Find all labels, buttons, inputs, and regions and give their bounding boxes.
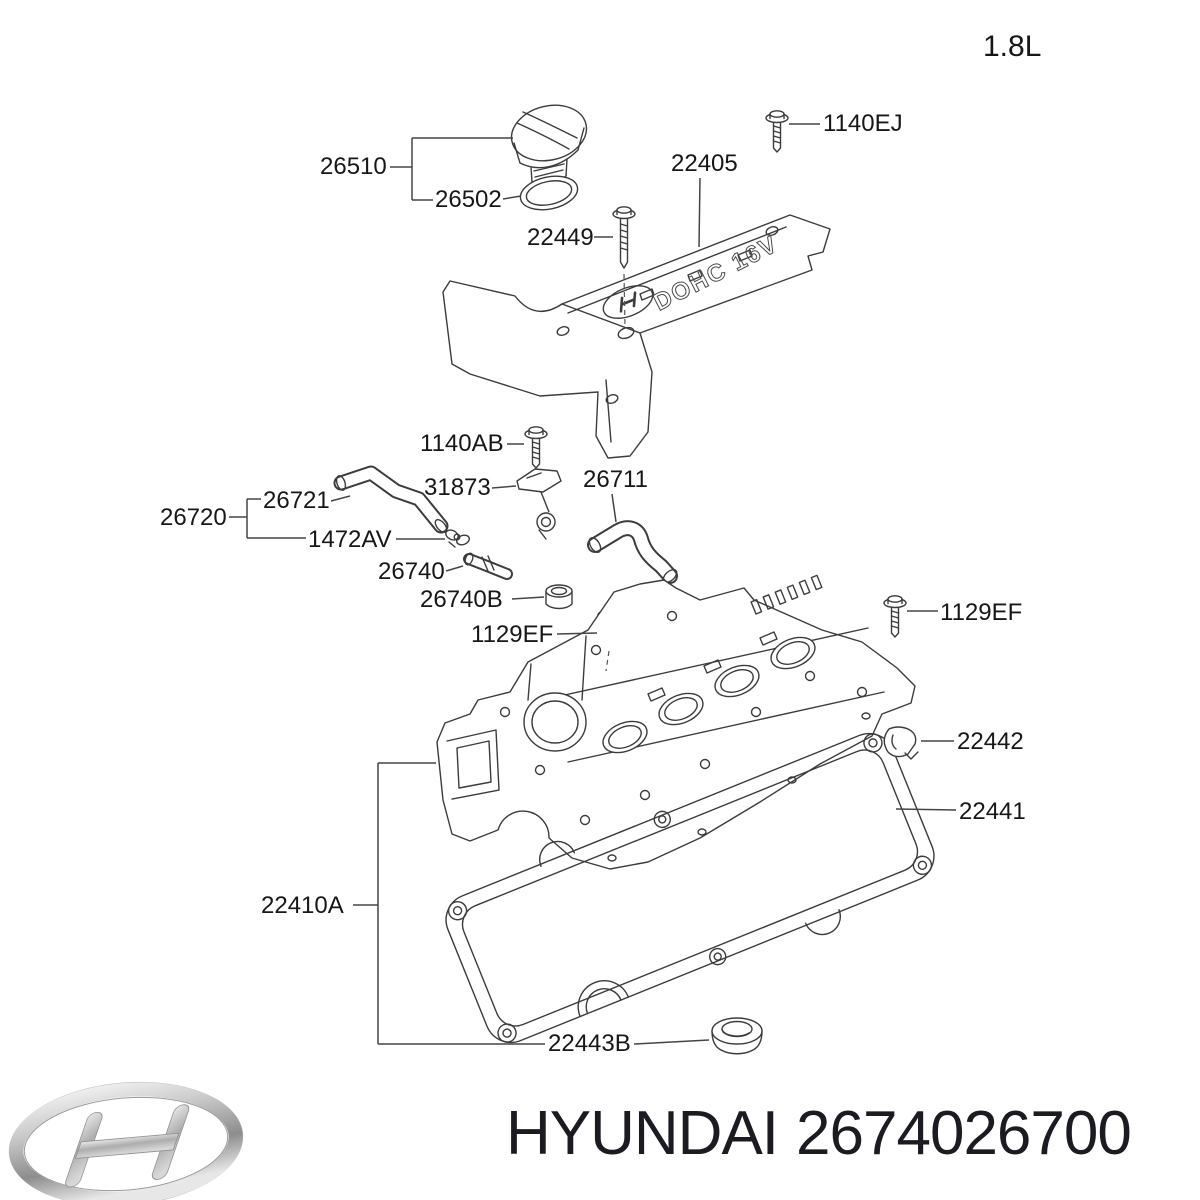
cap-22442-drawing <box>883 726 919 760</box>
oil-cap-drawing <box>510 104 588 187</box>
part-label-26510: 26510 <box>320 153 387 180</box>
hyundai-logo-h <box>65 1104 190 1188</box>
part-label-1472AV: 1472AV <box>308 526 392 553</box>
part-label-1140EJ: 1140EJ <box>823 110 903 137</box>
hyundai-oval-logo <box>8 1081 244 1200</box>
part-label-22405: 22405 <box>671 150 738 177</box>
hose-bracket-31873-drawing <box>516 468 562 540</box>
part-label-26740: 26740 <box>378 558 445 585</box>
part-label-26721: 26721 <box>263 487 330 514</box>
part-label-22441: 22441 <box>959 798 1026 825</box>
engine-variant-label: 1.8L <box>983 30 1042 63</box>
part-label-22443B: 22443B <box>548 1030 631 1057</box>
oil-cap-oring-drawing <box>519 175 579 211</box>
part-label-1129EF-left: 1129EF <box>471 621 554 648</box>
part-label-31873: 31873 <box>424 474 491 501</box>
vent-hose-26711-drawing <box>587 520 678 584</box>
part-label-26502: 26502 <box>435 186 502 213</box>
grommet-26740B-drawing <box>545 584 573 610</box>
part-number: 2674026700 <box>796 1099 1132 1168</box>
brand-name: HYUNDAI <box>506 1099 779 1168</box>
cover-badge-hyundai-icon <box>602 285 654 319</box>
bolt-1140EJ-drawing <box>765 110 789 153</box>
hose-clamp-1472AV-drawing <box>445 529 470 548</box>
bolt-22449-drawing <box>612 206 636 269</box>
part-label-26711: 26711 <box>583 466 648 493</box>
part-label-22410A: 22410A <box>261 892 344 919</box>
part-label-1129EF-right: 1129EF <box>940 599 1023 626</box>
engine-cover-drawing: DOHC 16V <box>442 214 831 459</box>
cover-gasket-drawing <box>445 732 935 1044</box>
part-label-22449: 22449 <box>527 224 594 251</box>
bolt-1140AB-drawing <box>524 426 548 469</box>
valve-cover-drawing <box>436 574 916 870</box>
grommet-22443B-drawing <box>711 1017 763 1055</box>
part-label-22442: 22442 <box>957 728 1024 755</box>
bolt-1129EF-right-drawing <box>883 595 907 638</box>
leader-lines <box>229 123 957 1045</box>
part-label-26740B: 26740B <box>420 586 503 613</box>
part-label-1140AB: 1140AB <box>420 430 504 457</box>
pcv-valve-26740-drawing <box>463 552 513 580</box>
breather-hose-26721-drawing <box>333 465 449 534</box>
part-label-26720: 26720 <box>160 504 227 531</box>
